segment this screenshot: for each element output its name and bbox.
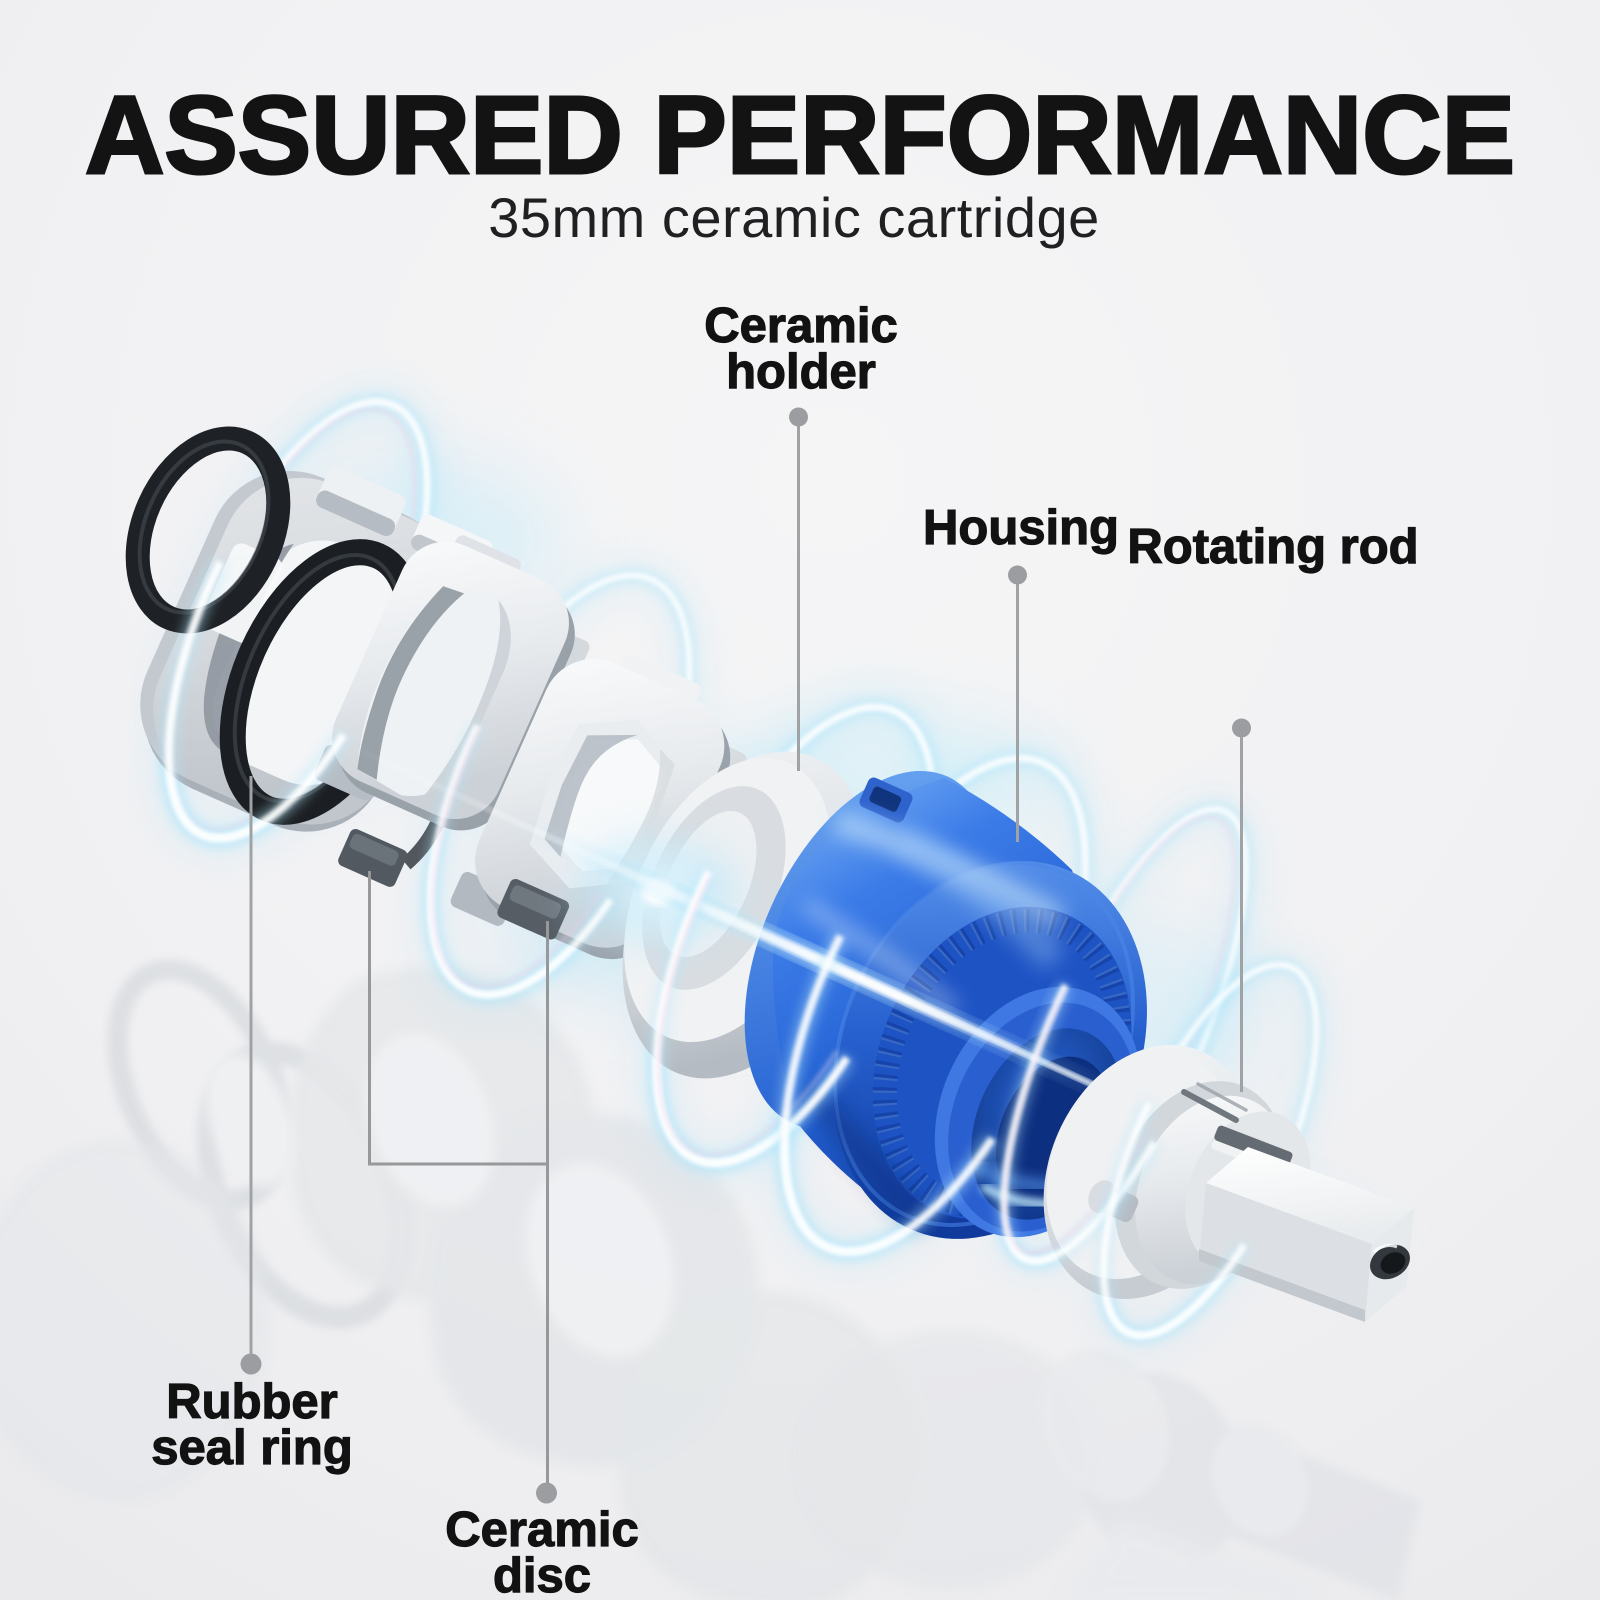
rotating-rod-stem [1199, 1147, 1414, 1322]
leader-dots [240, 407, 1251, 1504]
leader-dot-ceramic-holder [789, 407, 808, 427]
page-subtitle: 35mm ceramic cartridge [488, 186, 1100, 249]
label-rubber-seal-ring-line1: Rubber [166, 1375, 339, 1429]
label-ceramic-holder-line2: holder [726, 345, 877, 399]
leader-dot-ceramic-disc [536, 1482, 557, 1504]
label-rotating-rod: Rotating rod [1127, 522, 1419, 572]
leader-dot-rotating-rod [1232, 718, 1251, 738]
label-rotating-rod-line1: Rotating rod [1127, 520, 1419, 574]
leader-lines [249, 418, 1243, 1492]
label-ceramic-holder-line1: Ceramic [704, 299, 899, 353]
label-ceramic-disc-line2: disc [492, 1549, 592, 1600]
label-housing: Housing [922, 503, 1119, 553]
label-ceramic-disc: Ceramic disc [445, 1505, 640, 1600]
leader-line-ceramic-disc [368, 871, 549, 1166]
label-rubber-seal-ring-line2: seal ring [151, 1421, 354, 1475]
page-title: ASSURED PERFORMANCE [83, 74, 1516, 197]
label-rubber-seal-ring: Rubber seal ring [151, 1377, 354, 1473]
label-housing-line1: Housing [922, 501, 1119, 555]
label-ceramic-disc-line1: Ceramic [445, 1503, 640, 1557]
glow-rings-front [160, 393, 1323, 1342]
leader-dot-rubber-seal-ring [240, 1353, 262, 1375]
floor-reflection [0, 959, 1420, 1600]
leader-dot-housing [1008, 565, 1027, 585]
label-ceramic-holder: Ceramic holder [704, 301, 899, 397]
